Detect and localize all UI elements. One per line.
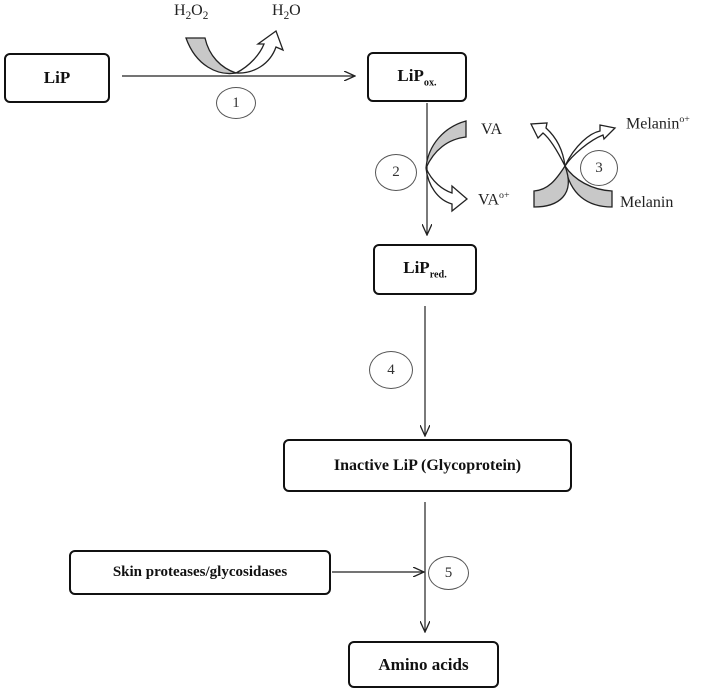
lip-red-label: LiPred. xyxy=(403,258,447,281)
lip-oxidized-box: LiPox. xyxy=(367,52,467,102)
h2o2-label: H2O2 xyxy=(174,2,209,23)
lip-box: LiP xyxy=(4,53,110,103)
lip-reduced-box: LiPred. xyxy=(373,244,477,295)
va-radical-label: VAo+ xyxy=(478,190,510,209)
va-consumed-arrow xyxy=(425,120,467,169)
lip-label: LiP xyxy=(43,68,71,87)
va-radical-produced-arrow xyxy=(425,167,469,213)
step-2-marker: 2 xyxy=(375,154,417,191)
inactive-lip-box: Inactive LiP (Glycoprotein) xyxy=(283,439,572,492)
va-label: VA xyxy=(481,121,503,138)
step-3-marker: 3 xyxy=(580,150,618,186)
va-radical-consumed-arrow xyxy=(533,164,569,208)
amino-acids-box: Amino acids xyxy=(348,641,499,688)
step-4-marker: 4 xyxy=(369,351,413,389)
step-5-marker: 5 xyxy=(428,556,469,590)
inactive-lip-label: Inactive LiP (Glycoprotein) xyxy=(333,456,522,474)
h2o2-consumed-arrow xyxy=(185,37,237,75)
lip-ox-label: LiPox. xyxy=(397,65,437,89)
step-1-marker: 1 xyxy=(216,87,256,119)
melanin-radical-label: Melanino+ xyxy=(626,114,690,133)
h2o-label: H2O xyxy=(272,2,301,23)
skin-proteases-box: Skin proteases/glycosidases xyxy=(69,550,331,595)
skin-proteases-label: Skin proteases/glycosidases xyxy=(112,564,288,580)
melanin-label: Melanin xyxy=(620,194,674,211)
h2o-released-arrow xyxy=(233,29,285,74)
amino-acids-label: Amino acids xyxy=(378,654,469,674)
va-regenerated-arrow xyxy=(529,122,566,167)
melanin-radical-produced-arrow xyxy=(564,124,617,167)
